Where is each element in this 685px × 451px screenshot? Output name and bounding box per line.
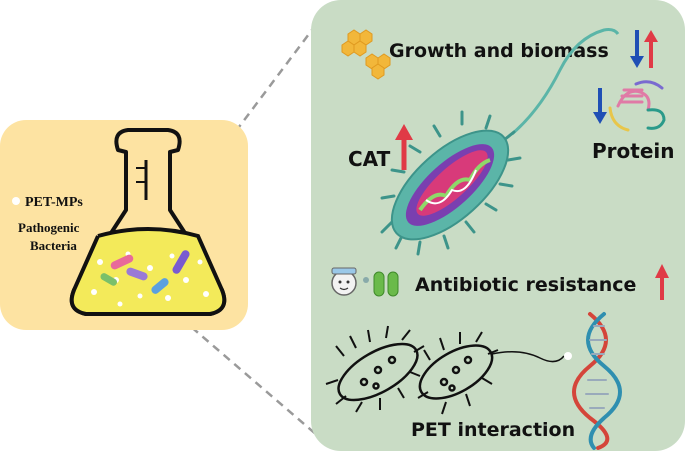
cat-up-arrow-icon bbox=[395, 124, 413, 170]
pet-particle-dot bbox=[564, 352, 572, 360]
protein-structure-icon bbox=[608, 80, 666, 132]
antibiotic-up-arrow-icon bbox=[655, 264, 669, 300]
protein-label: Protein bbox=[592, 139, 674, 163]
cat-label: CAT bbox=[348, 147, 391, 171]
dna-helix-icon bbox=[572, 312, 622, 450]
right-panel: Growth and biomass CAT bbox=[311, 0, 685, 451]
pet-mp-legend-dot bbox=[12, 197, 20, 205]
growth-down-arrow-icon bbox=[630, 30, 644, 68]
flask-icon bbox=[69, 128, 227, 316]
pill-mascot-icon bbox=[331, 267, 369, 296]
antibiotic-capsules-icon bbox=[373, 271, 399, 297]
pet-interaction-label: PET interaction bbox=[411, 419, 575, 441]
caption-line-1: Pathogenic bbox=[18, 220, 80, 235]
bacterium-icon bbox=[380, 28, 620, 256]
bacteria-outline-icon bbox=[325, 325, 565, 415]
antibiotic-resistance-label: Antibiotic resistance bbox=[415, 274, 636, 296]
protein-down-arrow-icon bbox=[593, 88, 607, 124]
biomass-hexagons-icon bbox=[341, 29, 391, 80]
growth-up-arrow-icon bbox=[644, 30, 658, 68]
growth-biomass-label: Growth and biomass bbox=[389, 40, 609, 62]
bacteria-in-flask-icon bbox=[100, 250, 190, 294]
pet-mps-label: PET-MPs bbox=[25, 195, 83, 210]
caption-line-2: Bacteria bbox=[30, 238, 77, 253]
left-panel: PET-MPs Pathogenic Bacteria bbox=[0, 120, 248, 330]
